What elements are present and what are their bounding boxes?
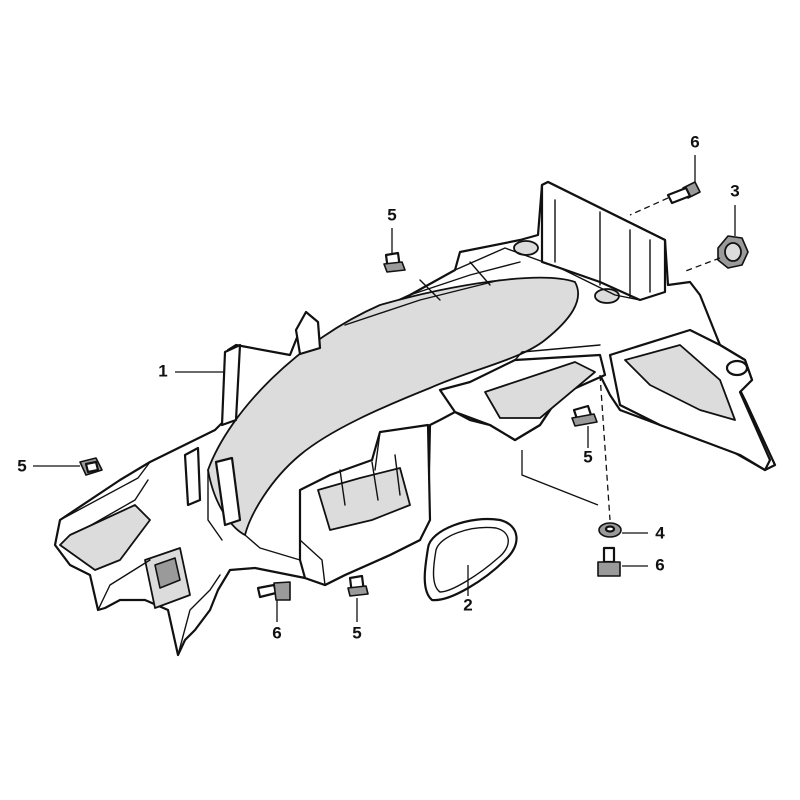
callout-4: 4: [655, 523, 665, 542]
bolt-bottom: [256, 581, 291, 601]
washer: [598, 522, 622, 538]
clip-left: [79, 457, 103, 476]
callout-5-left: 5: [17, 456, 26, 475]
callout-2: 2: [463, 595, 472, 614]
callout-5-bottom: 5: [352, 623, 361, 642]
callout-labels: 1 2 3 4 5 5 5 5 6 6 6: [17, 132, 739, 642]
callout-5-mid-right: 5: [583, 447, 592, 466]
callout-5-top: 5: [387, 205, 396, 224]
clip-bottom: [347, 574, 369, 597]
callout-6-top: 6: [690, 132, 699, 151]
leader-lines: [33, 155, 736, 622]
callout-1: 1: [158, 361, 167, 380]
grommet: [717, 235, 749, 269]
bolt-right: [597, 546, 621, 577]
callout-6-bottom: 6: [272, 623, 281, 642]
callout-6-right: 6: [655, 555, 664, 574]
callout-3: 3: [730, 181, 739, 200]
rear-fender-body: [53, 180, 777, 657]
gasket-seal: [423, 517, 518, 602]
bolt-top: [666, 181, 701, 205]
clip-top: [383, 251, 406, 273]
clip-mid-right: [571, 404, 598, 427]
